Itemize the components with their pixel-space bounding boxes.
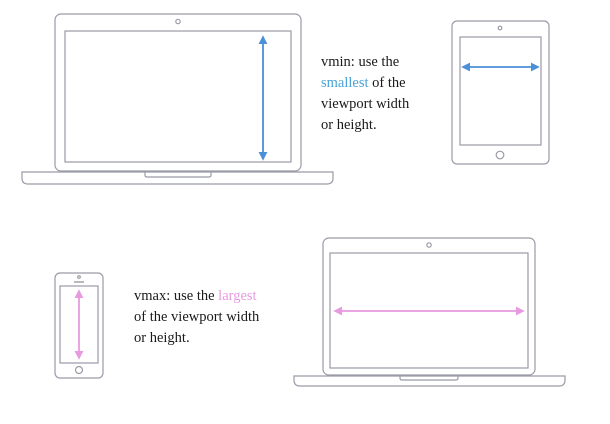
tablet-screen bbox=[459, 36, 542, 146]
vmin-caption-line4: or height. bbox=[321, 117, 377, 133]
vmin-caption-line1: vmin: use the bbox=[321, 52, 409, 73]
vmin-caption-line2: smallest of the bbox=[321, 73, 409, 94]
vmax-caption-line3: or height. bbox=[134, 330, 190, 346]
vmin-caption: vmin: use the smallest of the viewport w… bbox=[321, 52, 409, 136]
laptop-screen bbox=[64, 30, 292, 163]
vmax-keyword: largest bbox=[218, 288, 257, 304]
laptop-camera-icon bbox=[426, 242, 432, 248]
laptop-top-left bbox=[21, 13, 334, 185]
laptop-camera-icon bbox=[175, 18, 181, 25]
vmin-caption-line3: viewport width bbox=[321, 96, 410, 112]
laptop-screen bbox=[329, 252, 529, 369]
phone-screen bbox=[59, 285, 99, 364]
laptop-bottom-right bbox=[293, 237, 566, 387]
vmax-caption: vmax: use the largest of the viewport wi… bbox=[134, 286, 259, 349]
tablet-camera-icon bbox=[497, 25, 503, 31]
vmin-prefix: vmin: use the bbox=[321, 54, 400, 70]
vmax-prefix: vmax: use the bbox=[134, 288, 215, 304]
tablet-top-right bbox=[451, 20, 550, 165]
tablet-home-button-icon bbox=[495, 150, 505, 160]
vmax-caption-line2: of the viewport width bbox=[134, 309, 260, 325]
vmin-keyword: smallest bbox=[321, 75, 369, 91]
vmin-after-keyword: of the bbox=[368, 75, 406, 91]
vmax-caption-line1: vmax: use the largest bbox=[134, 286, 259, 307]
phone-home-button-icon bbox=[74, 365, 84, 375]
